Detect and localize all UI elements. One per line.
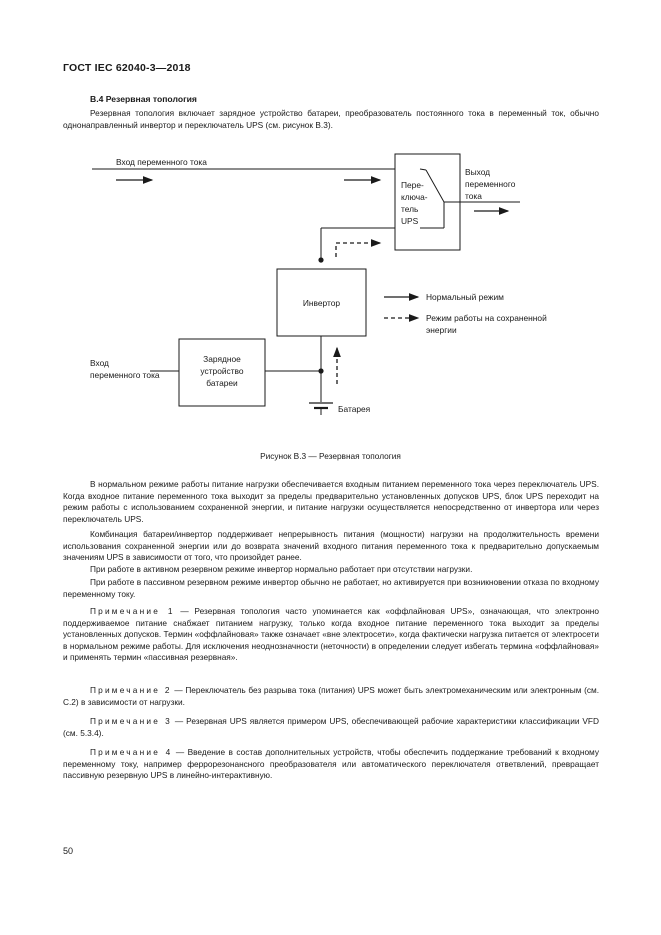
- junction-dot-top: [318, 257, 324, 263]
- intro-paragraph: Резервная топология включает зарядное ус…: [63, 108, 599, 130]
- battery-label: Батарея: [338, 404, 370, 414]
- note-3-label: Примечание 3: [90, 716, 172, 726]
- paragraph-2: Комбинация батареи/инвертор поддерживает…: [63, 529, 599, 563]
- note-2-text: — Переключатель без разрыва тока (питани…: [63, 685, 599, 707]
- switch-contact: [425, 169, 445, 203]
- document-header: ГОСТ IEC 62040-3—2018: [63, 62, 191, 74]
- note-3-text: — Резервная UPS является примером UPS, о…: [63, 716, 599, 738]
- switch-label-2: ключа-: [401, 192, 428, 202]
- ac-output-label-2: переменного: [465, 179, 516, 189]
- inverter-label: Инвертор: [303, 298, 341, 308]
- note-4-label: Примечание 4: [90, 747, 173, 757]
- legend-stored-label-2: энергии: [426, 325, 457, 335]
- ac-input-left-label-2: переменного тока: [90, 370, 160, 380]
- figure-caption: Рисунок В.3 — Резервная топология: [260, 451, 401, 461]
- note-2-label: Примечание 2: [90, 685, 172, 695]
- ac-input-left-label-1: Вход: [90, 358, 109, 368]
- legend-stored-label-1: Режим работы на сохраненной: [426, 313, 547, 323]
- ac-output-label-3: тока: [465, 191, 482, 201]
- legend-normal-label: Нормальный режим: [426, 292, 504, 302]
- stored-energy-path-top: [335, 239, 382, 257]
- note-4-text: — Введение в состав дополнительных устро…: [63, 747, 600, 781]
- paragraph-3: При работе в активном резервном режиме и…: [90, 564, 473, 574]
- paragraph-4: При работе в пассивном резервном режиме …: [63, 577, 599, 599]
- charger-box: [178, 338, 266, 407]
- section-title: B.4 Резервная топология: [90, 94, 197, 104]
- note-2: Примечание 2 — Переключатель без разрыва…: [63, 685, 599, 708]
- note-1-text: — Резервная топология часто упоминается …: [63, 606, 600, 663]
- ac-input-top-label: Вход переменного тока: [116, 157, 207, 167]
- paragraph-1: В нормальном режиме работы питание нагру…: [63, 479, 599, 524]
- switch-label-3: тель: [401, 204, 419, 214]
- page-number: 50: [63, 846, 74, 856]
- switch-label-1: Пере-: [401, 180, 424, 190]
- ac-output-label-1: Выход: [465, 167, 490, 177]
- note-3: Примечание 3 — Резервная UPS является пр…: [63, 716, 599, 739]
- note-1-label: Примечание 1: [90, 606, 175, 616]
- switch-label-4: UPS: [401, 216, 419, 226]
- charger-label-3: батареи: [206, 378, 238, 388]
- note-1: Примечание 1 — Резервная топология часто…: [63, 606, 599, 664]
- note-4: Примечание 4 — Введение в состав дополни…: [63, 747, 599, 782]
- charger-label-1: Зарядное: [203, 354, 241, 364]
- charger-label-2: устройство: [200, 366, 243, 376]
